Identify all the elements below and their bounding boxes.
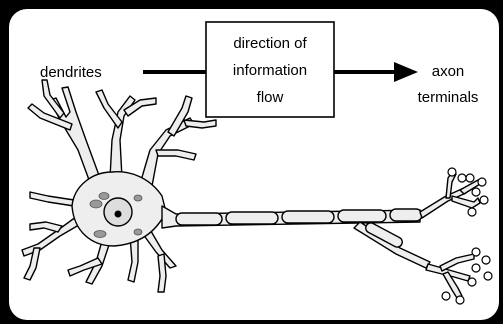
dendrites-label: dendrites xyxy=(40,64,102,81)
nucleolus xyxy=(115,211,122,218)
arrowhead-icon xyxy=(394,62,418,82)
axon-label: axon xyxy=(432,63,465,80)
axon xyxy=(162,206,430,268)
box-line-3: flow xyxy=(257,89,284,106)
lower-terminals xyxy=(426,254,474,298)
box-line-1: direction of xyxy=(233,35,307,52)
box-line-2: information xyxy=(233,62,307,79)
terminals-label: terminals xyxy=(418,89,479,106)
